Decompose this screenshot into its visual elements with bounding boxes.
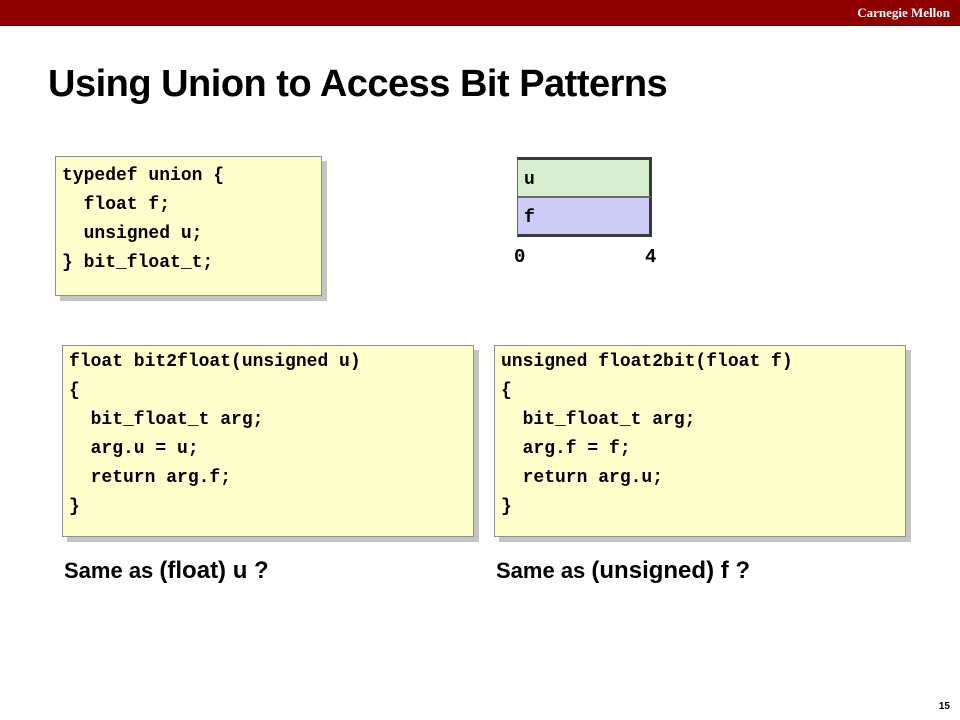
question-expression: (unsigned) f ?	[591, 557, 751, 584]
float2bit-box: unsigned float2bit(float f) { bit_float_…	[494, 345, 906, 537]
offset-label-start: 0	[514, 246, 526, 268]
bit2float-code: float bit2float(unsigned u) { bit_float_…	[69, 352, 361, 517]
memory-cell-u: u	[517, 157, 652, 197]
question-unsigned-cast: Same as (unsigned) f ?	[496, 557, 750, 585]
question-lead: Same as	[64, 558, 160, 583]
brand-label: Carnegie Mellon	[857, 5, 950, 20]
page-number: 15	[938, 701, 950, 712]
question-float-cast: Same as (float) u ?	[64, 557, 269, 585]
header-bar: Carnegie Mellon	[0, 0, 960, 26]
slide-title: Using Union to Access Bit Patterns	[48, 63, 668, 105]
float2bit-code: unsigned float2bit(float f) { bit_float_…	[501, 352, 793, 517]
memory-cell-f: f	[517, 197, 652, 237]
union-definition-box: typedef union { float f; unsigned u; } b…	[55, 156, 322, 296]
question-lead: Same as	[496, 558, 592, 583]
bit2float-box: float bit2float(unsigned u) { bit_float_…	[62, 345, 474, 537]
union-definition-code: typedef union { float f; unsigned u; } b…	[62, 166, 225, 273]
question-expression: (float) u ?	[159, 557, 269, 584]
offset-label-end: 4	[645, 246, 657, 268]
